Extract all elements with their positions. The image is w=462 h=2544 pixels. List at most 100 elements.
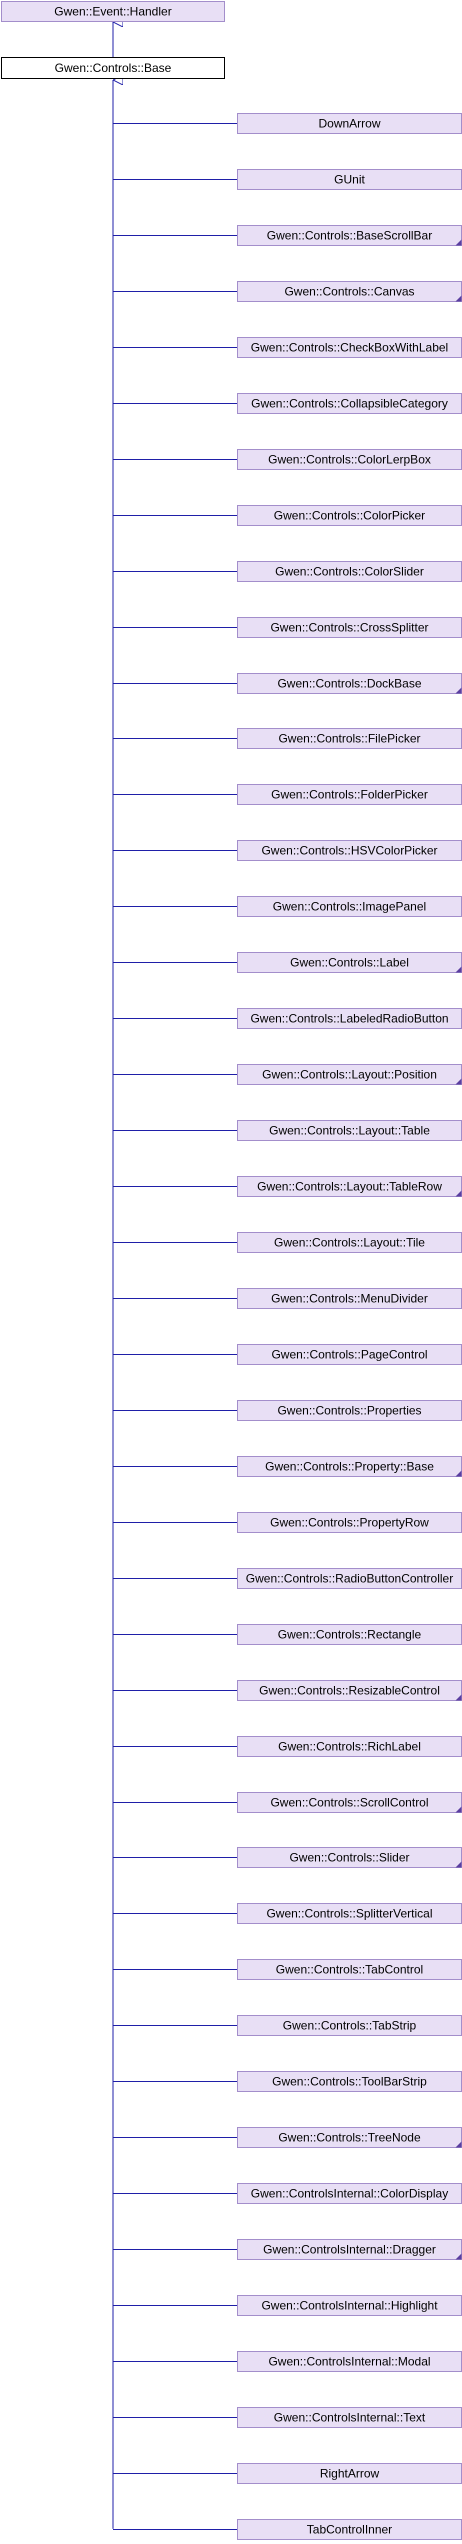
class-node[interactable]: Gwen::Controls::Slider	[237, 1847, 462, 1868]
class-node[interactable]: TabControlInner	[237, 2519, 462, 2540]
class-node[interactable]: Gwen::Controls::DockBase	[237, 673, 462, 694]
node-label: TabControlInner	[307, 2523, 392, 2537]
more-subclasses-mark	[455, 2253, 462, 2260]
node-label: Gwen::Controls::ColorLerpBox	[268, 453, 431, 467]
node-label: Gwen::ControlsInternal::Highlight	[261, 2299, 438, 2313]
class-node[interactable]: Gwen::Controls::RichLabel	[237, 1736, 462, 1757]
node-label: Gwen::Controls::RadioButtonController	[246, 1572, 453, 1586]
class-node[interactable]: Gwen::Controls::Layout::Table	[237, 1120, 462, 1141]
node-label: Gwen::Controls::Layout::TableRow	[257, 1180, 442, 1194]
class-node[interactable]: Gwen::Controls::Properties	[237, 1400, 462, 1421]
class-node[interactable]: Gwen::Controls::Layout::TableRow	[237, 1176, 462, 1197]
node-label: Gwen::Controls::CrossSplitter	[270, 621, 428, 635]
class-node[interactable]: Gwen::Controls::ImagePanel	[237, 896, 462, 917]
class-node[interactable]: Gwen::Controls::Canvas	[237, 281, 462, 302]
more-subclasses-mark	[455, 1861, 462, 1868]
class-node[interactable]: Gwen::Controls::TabStrip	[237, 2015, 462, 2036]
class-node[interactable]: Gwen::Controls::ColorPicker	[237, 505, 462, 526]
more-subclasses-mark	[455, 1694, 462, 1701]
node-label: RightArrow	[320, 2467, 380, 2481]
class-node[interactable]: Gwen::Controls::FilePicker	[237, 728, 462, 749]
class-node[interactable]: Gwen::Controls::SplitterVertical	[237, 1903, 462, 1924]
class-node[interactable]: Gwen::ControlsInternal::Text	[237, 2407, 462, 2428]
class-node[interactable]: Gwen::Controls::ToolBarStrip	[237, 2071, 462, 2092]
node-label: Gwen::Controls::ResizableControl	[259, 1684, 440, 1698]
class-node[interactable]: Gwen::Controls::ColorSlider	[237, 561, 462, 582]
class-node[interactable]: Gwen::Controls::PageControl	[237, 1344, 462, 1365]
node-label: Gwen::Controls::ScrollControl	[270, 1796, 428, 1810]
class-node[interactable]: Gwen::Controls::LabeledRadioButton	[237, 1008, 462, 1029]
node-label: Gwen::Event::Handler	[54, 5, 171, 19]
class-node[interactable]: Gwen::Controls::Rectangle	[237, 1624, 462, 1645]
node-label: Gwen::Controls::Layout::Position	[262, 1068, 437, 1082]
class-node[interactable]: Gwen::ControlsInternal::Highlight	[237, 2295, 462, 2316]
more-subclasses-mark	[455, 1806, 462, 1813]
more-subclasses-mark	[455, 1190, 462, 1197]
more-subclasses-mark	[455, 966, 462, 973]
class-node[interactable]: Gwen::Controls::Layout::Position	[237, 1064, 462, 1085]
node-label: Gwen::Controls::CollapsibleCategory	[251, 397, 448, 411]
node-label: Gwen::Controls::Layout::Table	[269, 1124, 430, 1138]
class-node[interactable]: Gwen::Controls::MenuDivider	[237, 1288, 462, 1309]
node-label: Gwen::Controls::RichLabel	[278, 1740, 421, 1754]
class-node[interactable]: Gwen::Controls::ColorLerpBox	[237, 449, 462, 470]
node-label: Gwen::ControlsInternal::Modal	[268, 2355, 430, 2369]
node-label: Gwen::Controls::ImagePanel	[273, 900, 426, 914]
node-label: Gwen::Controls::TabStrip	[283, 2019, 417, 2033]
class-node[interactable]: Gwen::ControlsInternal::Dragger	[237, 2239, 462, 2260]
class-node[interactable]: Gwen::Controls::RadioButtonController	[237, 1568, 462, 1589]
node-label: Gwen::Controls::CheckBoxWithLabel	[251, 341, 448, 355]
node-label: Gwen::Controls::HSVColorPicker	[261, 844, 437, 858]
class-node[interactable]: Gwen::Controls::Layout::Tile	[237, 1232, 462, 1253]
class-node[interactable]: Gwen::Controls::TabControl	[237, 1959, 462, 1980]
class-node[interactable]: Gwen::Controls::FolderPicker	[237, 784, 462, 805]
node-label: Gwen::ControlsInternal::ColorDisplay	[251, 2187, 448, 2201]
node-label: Gwen::Controls::ColorPicker	[274, 509, 425, 523]
node-label: Gwen::Controls::Properties	[277, 1404, 421, 1418]
node-label: Gwen::Controls::TabControl	[276, 1963, 423, 1977]
class-node[interactable]: Gwen::Controls::HSVColorPicker	[237, 840, 462, 861]
class-node[interactable]: RightArrow	[237, 2463, 462, 2484]
node-label: Gwen::Controls::Slider	[289, 1851, 409, 1865]
class-node[interactable]: DownArrow	[237, 113, 462, 134]
more-subclasses-mark	[455, 1078, 462, 1085]
class-node[interactable]: Gwen::Controls::CrossSplitter	[237, 617, 462, 638]
node-label: Gwen::Controls::PropertyRow	[270, 1516, 429, 1530]
more-subclasses-mark	[455, 1470, 462, 1477]
more-subclasses-mark	[455, 239, 462, 246]
node-label: Gwen::Controls::SplitterVertical	[266, 1907, 432, 1921]
node-label: Gwen::Controls::Canvas	[284, 285, 414, 299]
more-subclasses-mark	[455, 295, 462, 302]
node-label: Gwen::Controls::Rectangle	[278, 1628, 422, 1642]
class-node[interactable]: Gwen::Controls::ScrollControl	[237, 1792, 462, 1813]
node-label: Gwen::Controls::Label	[290, 956, 409, 970]
class-node[interactable]: Gwen::Controls::CollapsibleCategory	[237, 393, 462, 414]
class-node[interactable]: Gwen::Controls::PropertyRow	[237, 1512, 462, 1533]
class-node-controls-base[interactable]: Gwen::Controls::Base	[1, 57, 225, 79]
class-node[interactable]: Gwen::Controls::ResizableControl	[237, 1680, 462, 1701]
node-box	[1, 57, 225, 79]
more-subclasses-mark	[455, 687, 462, 694]
node-label: GUnit	[334, 173, 365, 187]
class-node[interactable]: Gwen::ControlsInternal::Modal	[237, 2351, 462, 2372]
edges-layer	[112, 22, 237, 2530]
class-node[interactable]: Gwen::Controls::BaseScrollBar	[237, 225, 462, 246]
class-node[interactable]: GUnit	[237, 169, 462, 190]
class-node[interactable]: Gwen::Controls::TreeNode	[237, 2127, 462, 2148]
class-node[interactable]: Gwen::Controls::Label	[237, 952, 462, 973]
node-label: Gwen::ControlsInternal::Dragger	[263, 2243, 436, 2257]
class-node[interactable]: Gwen::ControlsInternal::ColorDisplay	[237, 2183, 462, 2204]
node-label: Gwen::Controls::PageControl	[271, 1348, 427, 1362]
class-node[interactable]: Gwen::Controls::Property::Base	[237, 1456, 462, 1477]
node-label: Gwen::Controls::DockBase	[277, 677, 421, 691]
node-label: Gwen::Controls::FolderPicker	[271, 788, 428, 802]
node-label: Gwen::Controls::Property::Base	[265, 1460, 434, 1474]
class-node-event-handler[interactable]: Gwen::Event::Handler	[1, 1, 225, 22]
class-node[interactable]: Gwen::Controls::CheckBoxWithLabel	[237, 337, 462, 358]
node-label: Gwen::Controls::LabeledRadioButton	[250, 1012, 448, 1026]
node-label: Gwen::Controls::Base	[55, 61, 172, 75]
node-label: Gwen::Controls::ColorSlider	[275, 565, 424, 579]
node-box	[1, 1, 225, 22]
